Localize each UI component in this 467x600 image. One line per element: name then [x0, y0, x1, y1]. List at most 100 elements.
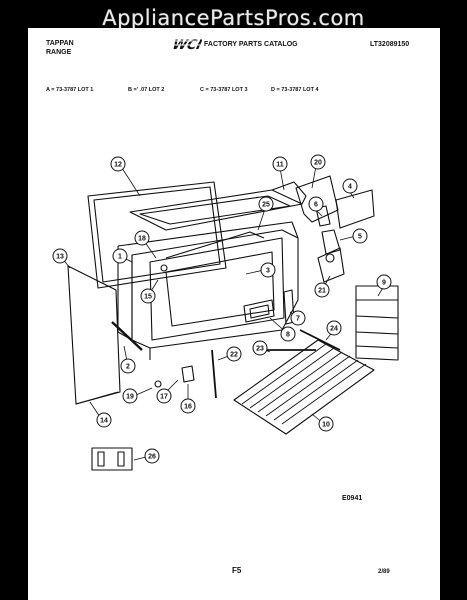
svg-text:8: 8 — [286, 332, 290, 339]
watermark: AppliancePartsPros.com — [102, 6, 365, 30]
part-rod-24 — [299, 329, 341, 351]
part-oven-box — [131, 229, 299, 349]
svg-text:20: 20 — [314, 160, 322, 167]
callout-14: 14 — [96, 412, 112, 428]
catalog-number: LT32089150 — [370, 41, 410, 48]
callout-1: 1 — [112, 248, 128, 264]
svg-text:7: 7 — [296, 316, 300, 323]
callout-7: 7 — [290, 310, 306, 326]
callout-18: 18 — [134, 230, 150, 246]
part-trim-strip — [111, 321, 143, 351]
part-bottom-trim — [75, 391, 119, 405]
page-number: F5 — [232, 566, 242, 575]
part-side-bracket — [317, 247, 345, 283]
lot-b: B =' .07 LOT 2 — [128, 87, 165, 93]
callout-22: 22 — [226, 346, 242, 362]
date-code: 2/89 — [378, 569, 390, 575]
callout-25: 25 — [258, 196, 274, 212]
svg-text:23: 23 — [256, 346, 264, 353]
part-foot — [154, 380, 162, 388]
svg-text:13: 13 — [56, 254, 64, 261]
part-rod-22 — [211, 349, 217, 399]
svg-text:5: 5 — [358, 234, 362, 241]
callout-19: 19 — [122, 388, 138, 404]
part-screw — [160, 264, 168, 272]
part-guide-rail-4 — [355, 345, 399, 349]
part-terminal-2 — [117, 451, 125, 467]
svg-text:3: 3 — [266, 268, 270, 275]
lot-c: C = 73-3787 LOT 3 — [200, 87, 248, 93]
leader-lines — [61, 165, 385, 461]
callout-20: 20 — [310, 154, 326, 170]
callout-8: 8 — [280, 326, 296, 342]
brand-line-1: TAPPAN — [46, 40, 74, 47]
svg-text:15: 15 — [144, 294, 152, 301]
svg-text:25: 25 — [262, 202, 270, 209]
callout-11: 11 — [272, 156, 288, 172]
svg-text:19: 19 — [126, 394, 134, 401]
callout-9: 9 — [376, 274, 392, 290]
callout-13: 13 — [52, 248, 68, 264]
part-vent-inner — [249, 304, 270, 319]
callout-24: 24 — [326, 320, 342, 336]
part-guide-rail-2 — [355, 315, 399, 319]
svg-text:22: 22 — [230, 352, 238, 359]
part-rack-guide — [355, 285, 399, 361]
svg-text:11: 11 — [276, 162, 284, 169]
svg-text:10: 10 — [322, 422, 330, 429]
svg-text:6: 6 — [314, 202, 318, 209]
part-frame-top — [117, 221, 299, 247]
callout-4: 4 — [342, 178, 358, 194]
callout-23: 23 — [252, 340, 268, 356]
part-side-panel — [67, 265, 121, 405]
part-guide-rail-3 — [355, 331, 399, 335]
callout-26: 26 — [144, 448, 160, 464]
svg-text:16: 16 — [184, 404, 192, 411]
brand-line-2: RANGE — [46, 49, 72, 56]
svg-text:12: 12 — [114, 162, 122, 169]
part-bracket-4 — [335, 189, 375, 229]
svg-text:14: 14 — [100, 418, 108, 425]
part-rear-panel — [87, 181, 227, 289]
svg-text:9: 9 — [382, 280, 386, 287]
part-knob — [325, 253, 335, 263]
svg-text:1: 1 — [118, 254, 122, 261]
callout-12: 12 — [110, 156, 126, 172]
part-brace — [165, 231, 265, 259]
diagram-code: E0941 — [342, 495, 363, 502]
svg-text:2: 2 — [126, 364, 130, 371]
part-rear-panel-inner — [93, 186, 221, 283]
callout-5: 5 — [352, 228, 368, 244]
part-rack — [233, 339, 375, 435]
callout-10: 10 — [318, 416, 334, 432]
part-clip — [321, 229, 341, 255]
part-rack-bars — [241, 343, 367, 425]
catalog-title: FACTORY PARTS CATALOG — [204, 41, 298, 48]
svg-text:4: 4 — [348, 184, 352, 191]
part-top-insert — [139, 195, 291, 225]
callout-3: 3 — [260, 262, 276, 278]
part-terminal-1 — [97, 451, 105, 467]
callout-16: 16 — [180, 398, 196, 414]
part-vent — [243, 299, 275, 323]
part-terminal-block — [91, 447, 133, 471]
svg-text:21: 21 — [318, 288, 326, 295]
callout-6: 6 — [308, 196, 324, 212]
lot-a: A = 73-3787 LOT 1 — [46, 87, 94, 93]
svg-text:17: 17 — [160, 394, 168, 401]
callout-labels: 1234567891011121314151617181920212223242… — [52, 154, 392, 464]
part-right-panel — [295, 175, 339, 223]
callout-21: 21 — [314, 282, 330, 298]
svg-text:18: 18 — [138, 236, 146, 243]
callout-2: 2 — [120, 358, 136, 374]
lot-d: D = 73-3787 LOT 4 — [271, 87, 319, 93]
callout-17: 17 — [156, 388, 172, 404]
part-oven-inner — [165, 251, 275, 327]
svg-text:24: 24 — [330, 326, 338, 333]
part-leveler — [181, 365, 195, 383]
svg-text:26: 26 — [148, 454, 156, 461]
catalog-page — [28, 28, 440, 600]
callout-15: 15 — [140, 288, 156, 304]
wci-logo: WCI — [171, 38, 202, 52]
